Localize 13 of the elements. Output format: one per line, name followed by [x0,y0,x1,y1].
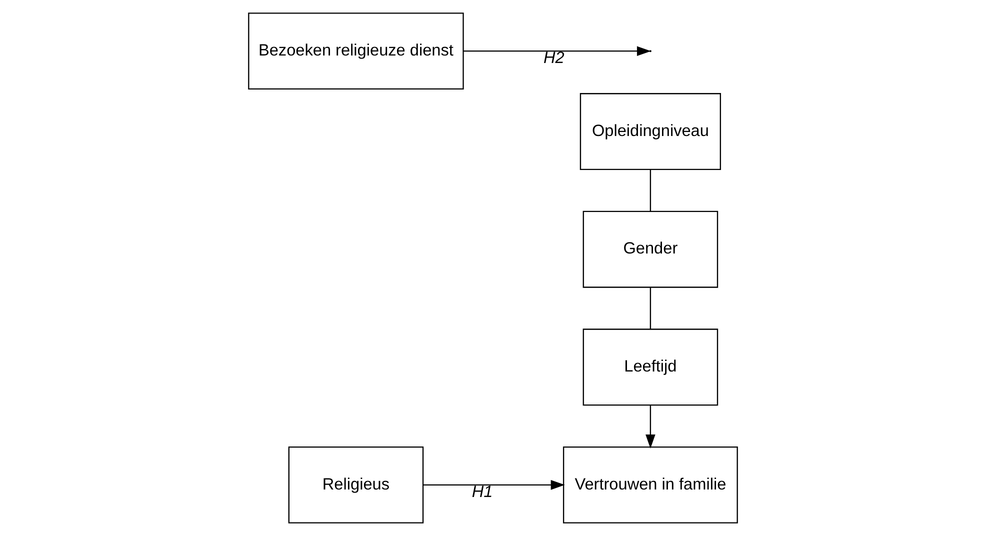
arrow [645,405,655,448]
edge-label: H2 [542,48,564,67]
connector [649,287,651,329]
node-box: Leeftijd [582,328,718,406]
connector [649,169,651,212]
node-box: Opleidingniveau [579,93,720,170]
arrow [422,480,564,490]
node-box: Vertrouwen in familie [562,446,738,524]
edge-label: H1 [471,482,492,501]
node-box: Religieus [288,446,424,524]
node-box: Gender [582,210,718,288]
node-box: Bezoeken religieuze dienst [248,12,464,90]
arrow [462,46,650,56]
